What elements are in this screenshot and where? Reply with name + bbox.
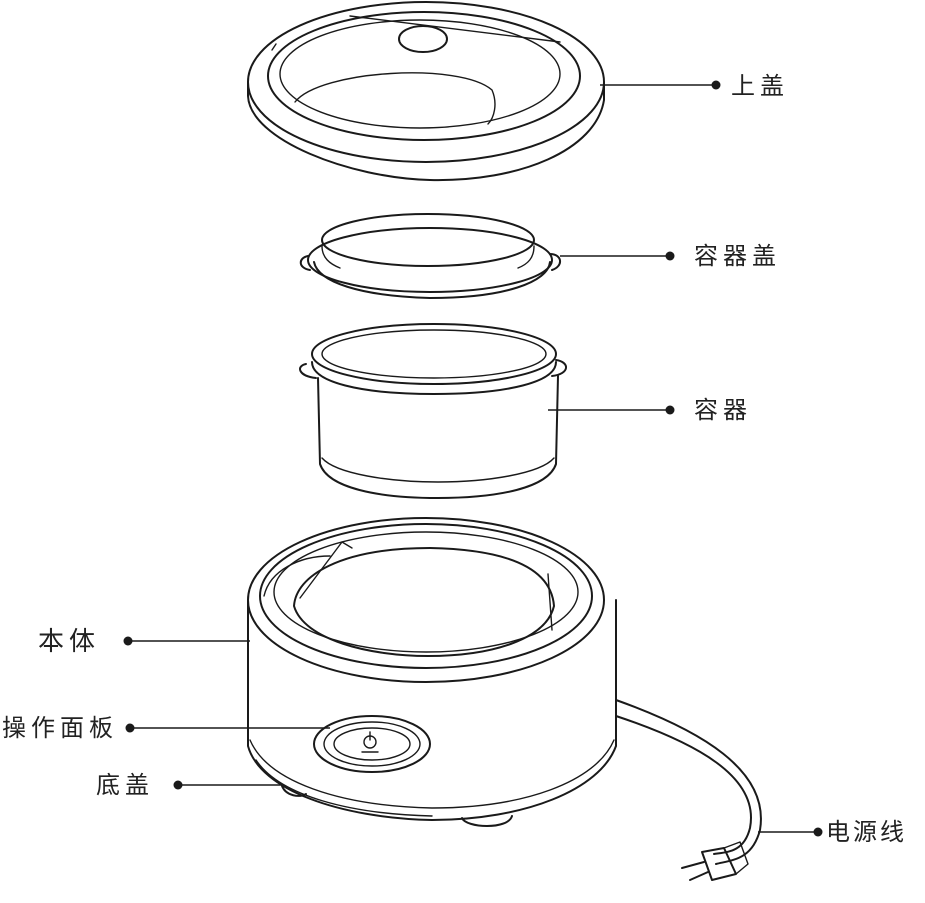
main-body (247, 517, 617, 827)
label-container: 容器 (694, 396, 752, 424)
control-panel (313, 715, 431, 773)
power-cord (615, 699, 762, 865)
leader-top-lid (600, 80, 721, 90)
label-control-panel: 操作面板 (2, 714, 118, 742)
leader-container-lid (560, 251, 675, 261)
container (299, 323, 567, 499)
label-top-lid: 上盖 (731, 72, 789, 100)
label-container-lid: 容器盖 (694, 242, 781, 270)
label-body: 本体 (38, 627, 101, 657)
leader-power-cord (758, 827, 823, 837)
container-lid (299, 213, 561, 299)
label-power-cord: 电源线 (826, 818, 907, 846)
label-bottom-cover: 底盖 (96, 771, 154, 799)
leader-bottom-cover (173, 780, 284, 790)
leader-control-panel (125, 723, 330, 733)
top-lid (247, 1, 605, 182)
plug-icon (681, 841, 749, 881)
leader-body (123, 636, 250, 646)
leader-container (548, 405, 675, 415)
power-symbol-icon (361, 731, 379, 753)
